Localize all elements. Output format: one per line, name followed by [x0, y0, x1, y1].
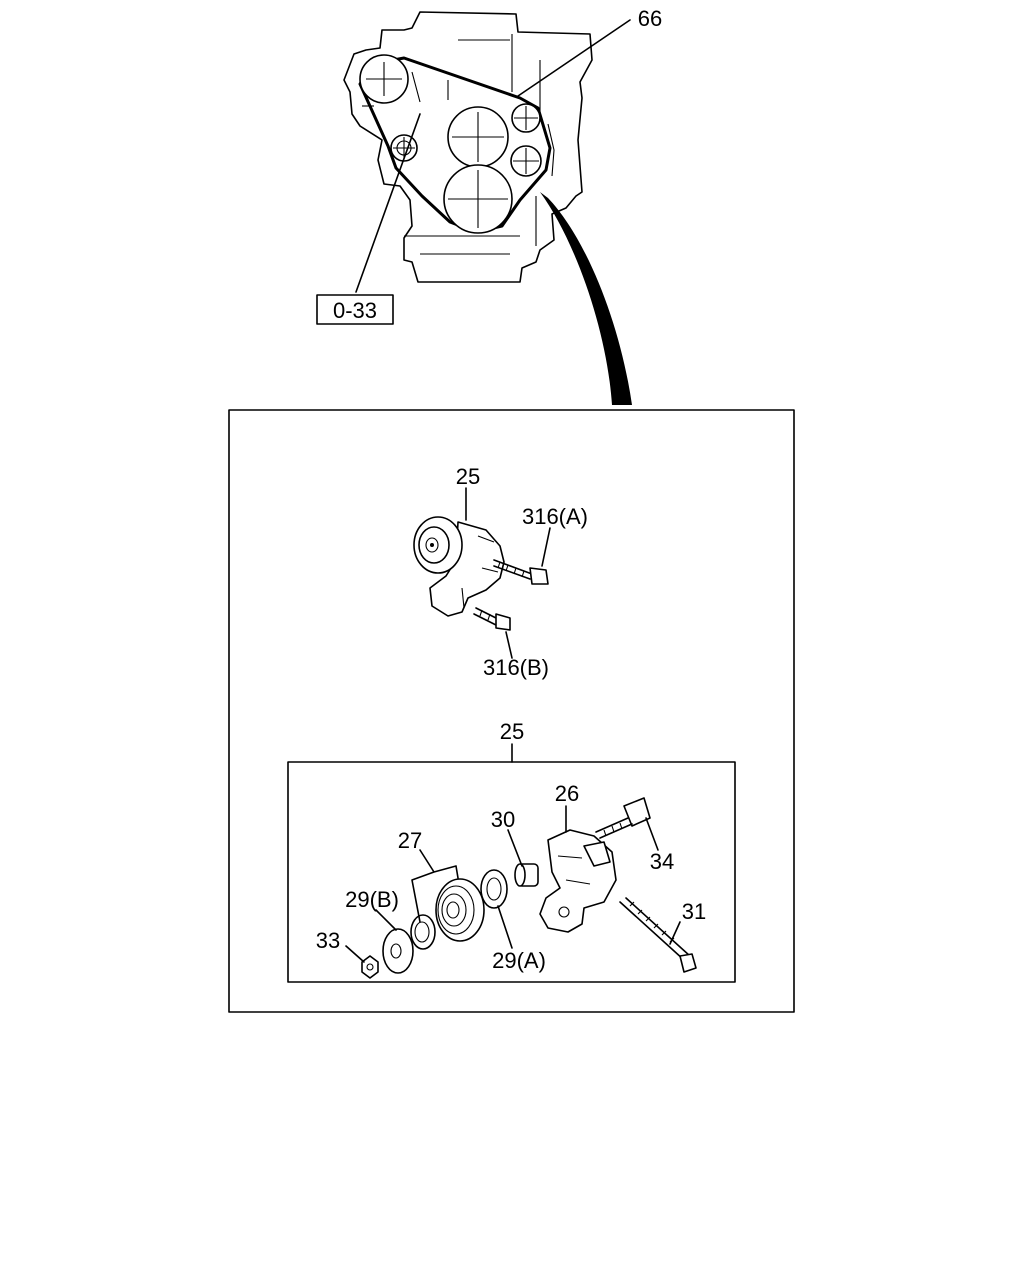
washer-29b	[382, 928, 414, 974]
detail-frame	[228, 409, 795, 1013]
callout-27: 27	[398, 828, 422, 853]
leader-31	[669, 921, 681, 945]
callout-29a: 29(A)	[492, 948, 546, 973]
leader-33	[345, 945, 365, 963]
pulley-part	[435, 878, 485, 942]
engine-front-view	[343, 11, 632, 405]
callout-316b: 316(B)	[483, 655, 549, 680]
bracket-part	[539, 829, 617, 933]
leader-316a	[541, 527, 551, 567]
bolt-316a	[493, 559, 549, 585]
bushing-part	[514, 863, 539, 887]
reference-box	[316, 294, 394, 325]
callout-25-assembly: 25	[456, 464, 480, 489]
callout-29b: 29(B)	[345, 887, 399, 912]
exploded-view-frame	[287, 761, 736, 983]
callout-25-detail: 25	[500, 719, 524, 744]
callout-33: 33	[316, 928, 340, 953]
bolt-31	[619, 897, 697, 973]
nut-part	[361, 955, 379, 979]
callout-316a: 316(A)	[522, 504, 588, 529]
leader-27	[411, 849, 459, 923]
leader-29a	[497, 905, 513, 949]
bolt-34	[595, 797, 651, 839]
washer-29a	[480, 869, 508, 909]
tensioner-assembly	[413, 516, 505, 617]
leader-34	[645, 817, 659, 851]
bolt-316b	[473, 607, 511, 631]
callout-0-33: 0-33	[333, 298, 377, 323]
bearing-part	[410, 914, 436, 950]
callout-34: 34	[650, 849, 674, 874]
leader-29b	[375, 909, 397, 931]
callout-31: 31	[682, 899, 706, 924]
callout-66: 66	[638, 6, 662, 31]
leader-30	[507, 829, 523, 867]
callout-26: 26	[555, 781, 579, 806]
leader-316b	[505, 631, 513, 659]
callout-30: 30	[491, 807, 515, 832]
